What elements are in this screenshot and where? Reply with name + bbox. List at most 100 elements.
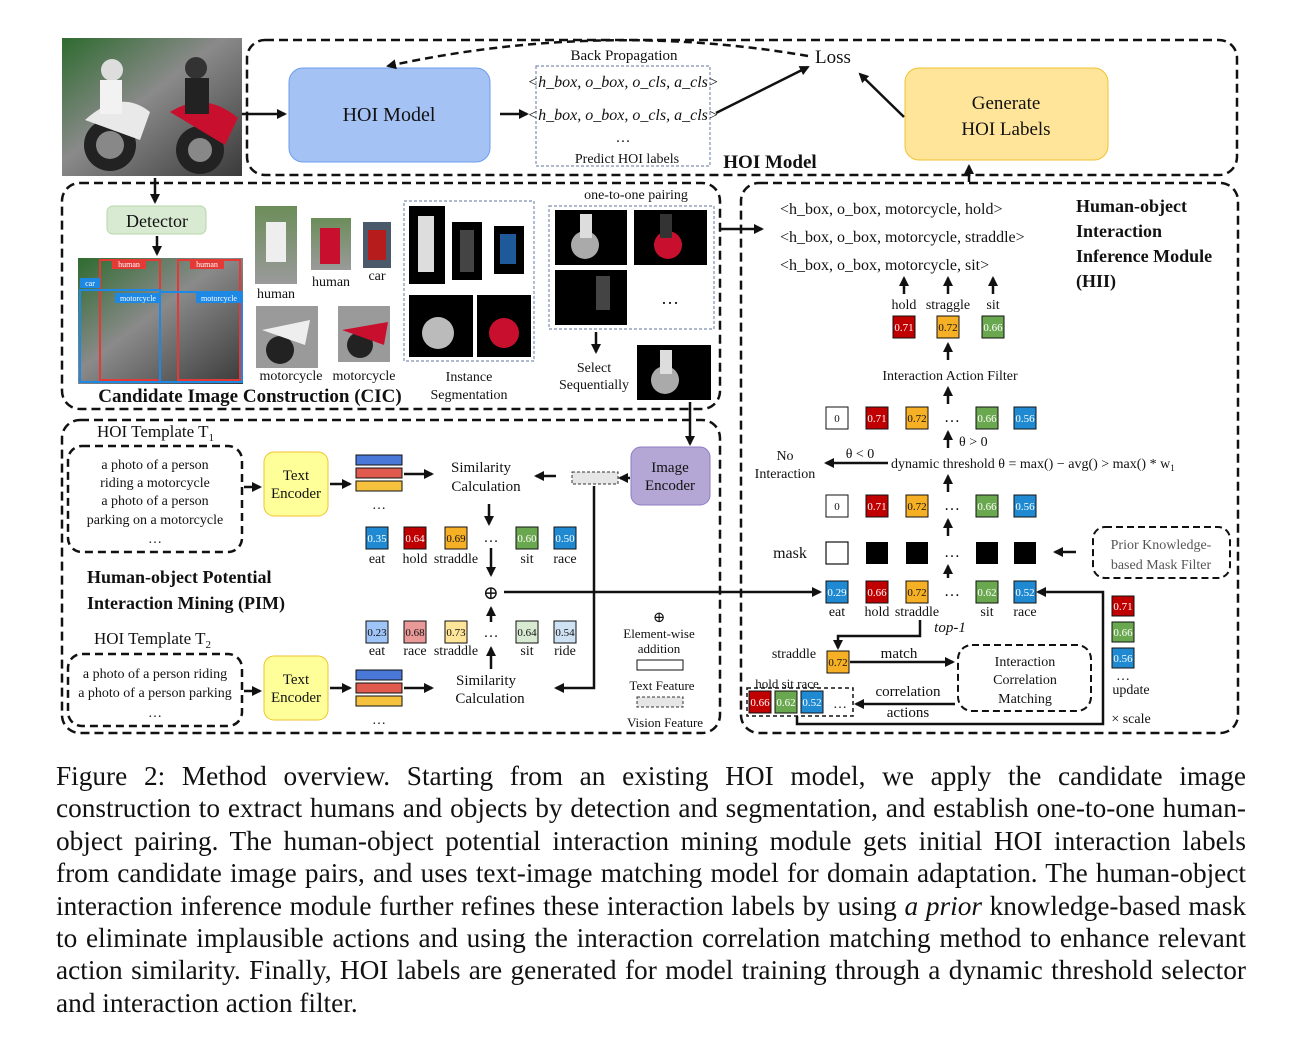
legend-elementwise-line-1: Element-wise [623,626,695,641]
masked-ellipsis: … [944,497,960,514]
threshold-score-1-box [865,406,889,430]
detector-box [106,205,207,235]
sum-score-straddle-box [905,580,929,604]
template2-line-1: a photo of a person riding [83,667,227,682]
score2-sit-box [515,620,539,644]
masked-score-1-box [865,494,889,518]
text-encoder-2-line-1: Text [283,672,310,688]
threshold-score-0-box [825,406,849,430]
hoi-model-section: HOI Model <h_box, o_box, o_cls, a_cls> <… [62,38,1239,177]
match-label: match [881,646,918,662]
icm-line-2: Correlation [993,673,1057,688]
threshold-score-3-box [975,406,999,430]
final-score-2-value: 0.66 [983,322,1003,334]
score2-straddle-value: 0.73 [446,627,466,639]
hii-section: <h_box, o_box, motorcycle, hold> <h_box,… [739,164,1240,735]
score2-race-box [403,620,427,644]
similarity-2-line-2: Calculation [455,691,525,707]
masked-score-3-box [975,494,999,518]
det-label-human-2: human [196,260,218,269]
straddle-top1-value: 0.72 [828,657,847,669]
hii-title-line-2: Interaction [1076,221,1162,241]
image-encoder-line-1: Image [651,460,689,476]
det-label-human-1: human [118,260,140,269]
loss-label: Loss [815,47,851,68]
text-feature-stack-2: … [355,669,403,728]
template1-box [66,444,244,554]
corr-score-2-value: 0.52 [802,697,821,709]
one-to-one-pairing-label: one-to-one pairing [584,188,688,203]
predict-hoi-labels-caption: Predict HOI labels [575,152,679,167]
prior-mask-filter-box [1092,526,1231,579]
detected-crops: human human car motorcycle motorcycle [255,206,395,384]
legend-text-feature: Text Feature [629,678,694,693]
masked-score-4-value: 0.56 [1015,501,1035,513]
sum-score-eat-value: 0.29 [827,587,847,599]
corr-score-0-box [748,690,772,714]
caption-emphasis: a prior [904,890,982,921]
straddle-top1-box [826,650,850,674]
template2-title: HOI Template T2 [94,629,211,651]
masked-score-4-box [1013,494,1037,518]
score2-eat-box [365,620,389,644]
cic-section: Detector human human car motorcycle moto… [60,178,722,411]
method-overview-diagram: HOI Model <h_box, o_box, o_cls, a_cls> <… [60,38,1240,735]
threshold-score-2-box [905,406,929,430]
corr-score-1-box [774,690,798,714]
prior-line-2: based Mask Filter [1111,558,1212,573]
score1-straddle-box [444,526,468,550]
threshold-score-4-box [1013,406,1037,430]
summed-scores: 0.29eat0.66hold0.72straddle0.62sit0.52ra… [825,580,1037,620]
action-filter-label: Interaction Action Filter [882,369,1018,384]
scores2-ellipsis: … [484,625,499,641]
top1-straddle-score: 0.72 [826,650,850,674]
score1-eat-label: eat [369,552,385,567]
score1-sit-value: 0.60 [517,533,537,545]
back-propagation-arrow [386,38,809,70]
select-line-1: Select [577,361,611,376]
score1-sit-box [515,526,539,550]
threshold-score-1-value: 0.71 [867,413,886,425]
instance-segmentation-line-1: Instance [446,370,493,385]
similarity-scores-1: 0.35eat0.64hold0.69straddle0.60sit0.50ra… [365,526,577,567]
score2-straddle-label: straddle [434,644,478,659]
correlation-line-1: correlation [876,684,941,700]
masked-score-3-value: 0.66 [977,501,997,513]
sum-score-eat-label: eat [829,605,845,620]
score2-ride-box [553,620,577,644]
cic-section-title: Candidate Image Construction (CIC) [98,386,401,407]
predicted-tuple-2: <h_box, o_box, o_cls, a_cls> [527,107,718,124]
legend-plus-icon: ⊕ [653,610,666,626]
update-score-2-value: 0.56 [1113,653,1133,665]
score2-race-label: race [403,644,426,659]
caption-part-2: knowledge-based mask to eliminate implau… [56,890,1246,1018]
sum-score-race-value: 0.52 [1015,587,1034,599]
hii-triplet-3: <h_box, o_box, motorcycle, sit> [780,257,989,274]
pim-title-line-2: Interaction Mining (PIM) [87,593,285,614]
text-feature-stack-1: … [355,454,403,513]
masked-score-2-box [905,494,929,518]
sum-score-straddle-value: 0.72 [907,587,926,599]
back-propagation-label: Back Propagation [570,48,678,64]
generate-line-2: HOI Labels [961,119,1050,140]
threshold-score-2-value: 0.72 [907,413,926,425]
crop-label-car: car [368,269,385,284]
masked-score-0-box [825,494,849,518]
detection-image: human human car motorcycle motorcycle [78,258,243,384]
similarity-1-line-2: Calculation [451,479,521,495]
threshold-score-4-value: 0.56 [1015,413,1035,425]
icm-line-3: Matching [998,692,1052,707]
hoi-model-section-title: HOI Model [723,152,816,173]
legend-vision-feature: Vision Feature [627,715,703,730]
corr-score-0-value: 0.66 [750,697,770,709]
similarity-2-line-1: Similarity [456,673,517,689]
no-interaction-line-2: Interaction [755,467,816,482]
threshold-score-0-value: 0 [834,413,840,425]
image-encoder-line-2: Encoder [645,478,695,494]
update-score-1-box [1111,621,1135,643]
template2-line-2: a photo of a person parking [78,686,232,701]
score2-ride-value: 0.54 [555,627,575,639]
pim-section: HOI Template T1 a photo of a person ridi… [60,418,822,735]
straddle-label: straddle [772,647,816,662]
text-encoder-1-line-2: Encoder [271,486,321,502]
